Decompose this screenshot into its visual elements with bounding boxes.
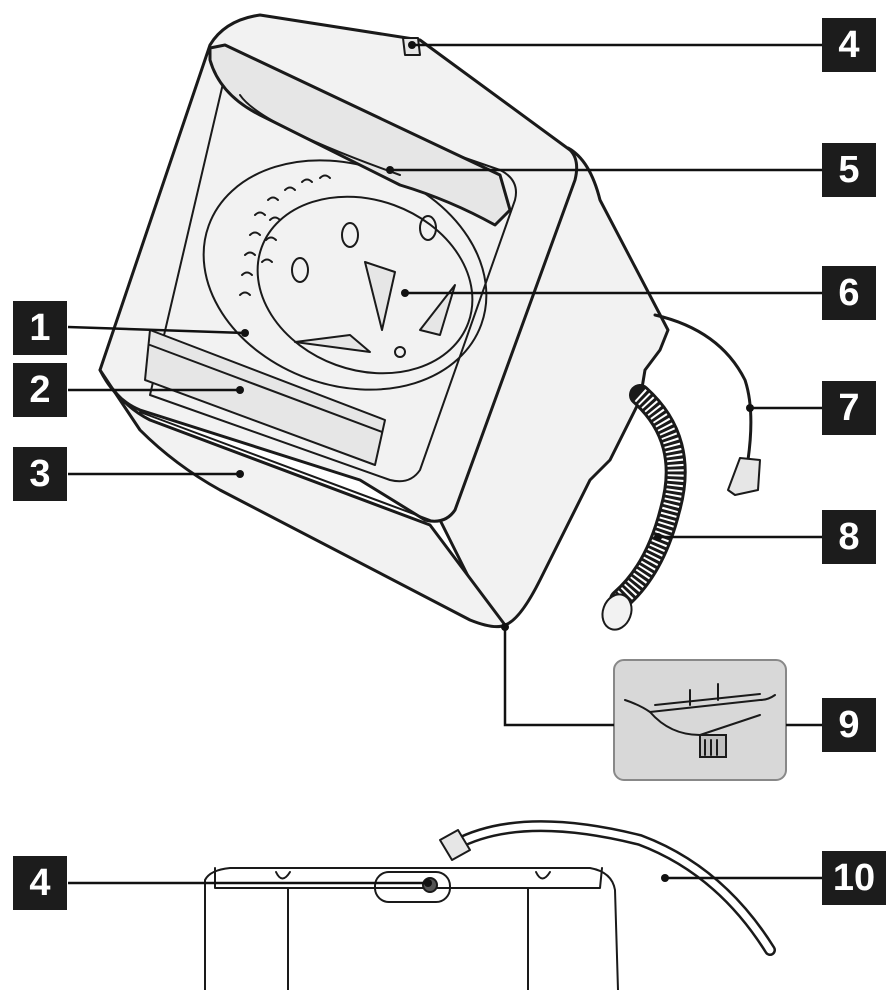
- callout-8-label: 8: [838, 516, 859, 558]
- washing-machine-illustration: [98, 13, 761, 631]
- lid: [208, 43, 512, 227]
- callout-4-bottom-label: 4: [29, 862, 50, 904]
- adjustable-foot: [699, 734, 727, 758]
- callout-7: 7: [822, 381, 876, 435]
- callout-5: 5: [822, 143, 876, 197]
- callout-9: 9: [822, 698, 876, 752]
- rear-top-view: [204, 820, 776, 990]
- machine-front-cabinet: [98, 368, 507, 629]
- foot-inset: [613, 659, 787, 781]
- callout-10: 10: [822, 851, 886, 905]
- leader-lines: [67, 41, 822, 887]
- pulsator-fin: [364, 261, 396, 331]
- machine-side-panel: [438, 146, 670, 627]
- callout-2-label: 2: [29, 369, 50, 411]
- callout-1-label: 1: [29, 307, 50, 349]
- power-plug: [727, 457, 761, 496]
- inlet-hose-connector: [439, 829, 471, 861]
- callout-4-top-label: 4: [838, 24, 859, 66]
- callout-3-label: 3: [29, 453, 50, 495]
- callout-5-label: 5: [838, 149, 859, 191]
- callout-6-label: 6: [838, 272, 859, 314]
- callout-4-bottom: 4: [13, 856, 67, 910]
- rear-cabinet: [204, 867, 619, 990]
- callout-6: 6: [822, 266, 876, 320]
- power-cord: [653, 313, 753, 462]
- control-panel: [144, 329, 386, 466]
- foot-inset-panel: [613, 659, 787, 781]
- callout-2: 2: [13, 363, 67, 417]
- callout-8: 8: [822, 510, 876, 564]
- callout-9-label: 9: [838, 704, 859, 746]
- callout-1: 1: [13, 301, 67, 355]
- callout-4-top: 4: [822, 18, 876, 72]
- callout-10-label: 10: [833, 857, 875, 899]
- callout-3: 3: [13, 447, 67, 501]
- drum-opening: [149, 74, 517, 483]
- inlet-recess: [374, 871, 451, 903]
- callout-7-label: 7: [838, 387, 859, 429]
